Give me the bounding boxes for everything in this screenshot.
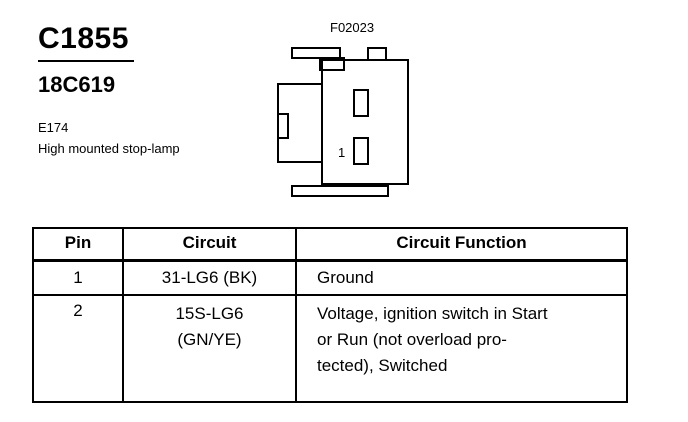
bottom-flange xyxy=(291,185,389,197)
latch-tab xyxy=(277,113,289,139)
header-pin: Pin xyxy=(32,227,124,262)
circuit-cell: 15S-LG6 (GN/YE) xyxy=(122,294,297,403)
header-circuit-function: Circuit Function xyxy=(295,227,628,262)
table-row: 1 31-LG6 (BK) Ground xyxy=(32,259,628,296)
connector-description: High mounted stop-lamp xyxy=(38,141,180,156)
pin-cavity-1 xyxy=(353,137,369,165)
pinout-table: Pin Circuit Circuit Function 1 31-LG6 (B… xyxy=(32,227,628,403)
function-line: tected), Switched xyxy=(317,356,448,375)
top-flange-right xyxy=(367,47,387,61)
function-line: or Run (not overload pro- xyxy=(317,330,507,349)
table-row: 2 15S-LG6 (GN/YE) Voltage, ignition swit… xyxy=(32,294,628,403)
location-code: E174 xyxy=(38,120,69,135)
connector-body xyxy=(321,59,409,185)
circuit-line: 15S-LG6 xyxy=(175,304,244,323)
pin-1-label: 1 xyxy=(338,145,346,160)
connector-code: C1855 xyxy=(38,22,129,55)
top-flange-notch xyxy=(319,57,345,71)
title-underline xyxy=(38,60,134,62)
pin-cavity-2 xyxy=(353,89,369,117)
pin-cell: 2 xyxy=(32,294,124,403)
connector-face-diagram xyxy=(277,47,409,197)
pin-cell: 1 xyxy=(32,259,124,296)
figure-id: F02023 xyxy=(330,20,375,35)
table-header-row: Pin Circuit Circuit Function xyxy=(32,227,628,262)
function-line: Voltage, ignition switch in Start xyxy=(317,304,548,323)
circuit-line: (GN/YE) xyxy=(177,330,242,349)
latch-housing xyxy=(277,83,323,163)
circuit-cell: 31-LG6 (BK) xyxy=(122,259,297,296)
top-flange-left xyxy=(291,47,341,59)
function-cell: Ground xyxy=(295,259,628,296)
header-circuit: Circuit xyxy=(122,227,297,262)
part-number: 18C619 xyxy=(38,72,116,97)
function-cell: Voltage, ignition switch in Start or Run… xyxy=(295,294,628,403)
